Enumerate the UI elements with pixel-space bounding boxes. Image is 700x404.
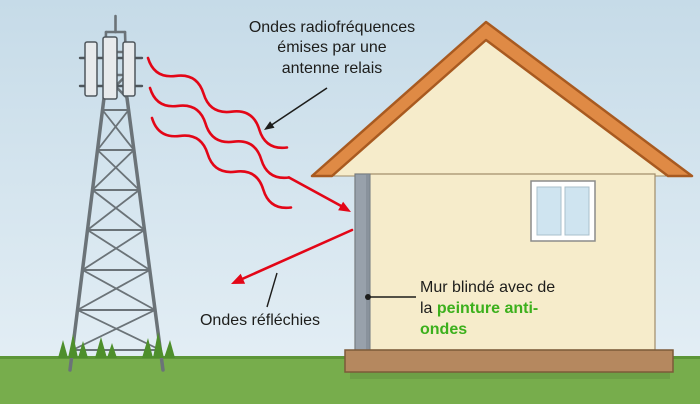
tower-leg-right [125,96,165,372]
reflected-arrow-line [239,228,354,281]
house-shadow [350,371,670,379]
house-window [530,180,596,242]
reflected-label-pointer-line [266,272,278,308]
incident-arrowhead [338,201,351,212]
reflected-arrowhead [231,273,246,284]
annotation-pointers [264,87,416,308]
tower-leg-left [68,96,106,372]
label-shielded-wall: Mur blindé avec de la peinture anti-onde… [420,277,562,340]
label-reflected-waves: Ondes réfléchies [199,312,321,329]
rf-label-line-2: émises par une [277,39,387,57]
wall-label-pointer-dot [365,294,371,300]
antenna-panels-icon [84,36,136,100]
house-wall [354,173,656,351]
rf-wave-1 [146,56,289,150]
incident-arrow-line [287,176,345,209]
shielded-wall-shading [366,174,370,350]
tower-struts [71,109,162,351]
rf-label-line-3: antenne relais [281,59,383,77]
rf-wave-3 [150,116,293,210]
grass-tufts [58,332,175,358]
house [310,20,694,379]
rf-wave-2 [148,86,291,180]
house-base [344,349,674,373]
label-rf-waves: Ondes radiofréquences émises par une ant… [232,18,432,79]
wall-label-highlight: peinture anti-ondes [420,300,539,339]
rf-label-line-1: Ondes radiofréquences [248,19,416,36]
rf-waves-group [146,56,354,284]
rf-label-pointer-line [271,87,328,126]
wall-label-prefix: Mur blindé avec de la [420,279,556,318]
rf-label-arrowhead [264,121,275,130]
antenna-tower [68,14,165,372]
house-roof [310,20,694,178]
